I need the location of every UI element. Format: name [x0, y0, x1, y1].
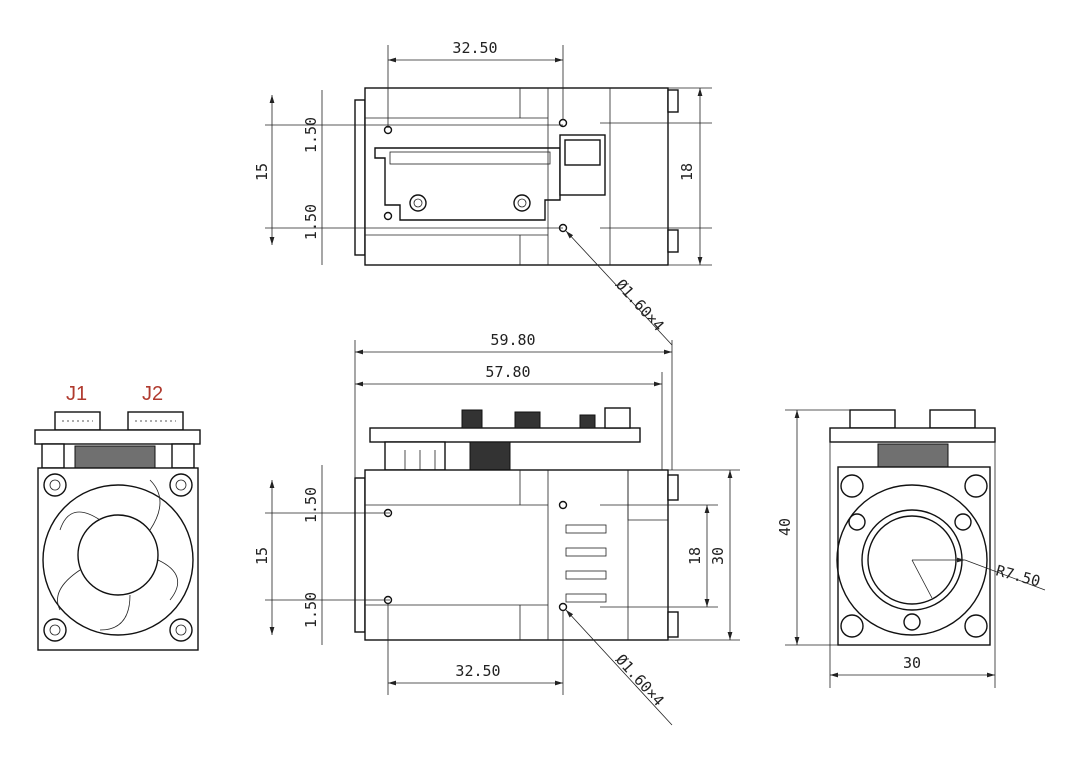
connector-label-j2: J2	[142, 383, 163, 405]
dim-hole-spacing-top: 32.50	[452, 39, 497, 57]
top-view: 32.50 15 1.50 1.50 18 Ø1.60×4	[253, 39, 712, 346]
front-view: R7.50 40 30	[776, 409, 1046, 688]
hole-callout-side: Ø1.60×4	[612, 651, 668, 710]
side-view: 59.80 57.80 15 1.50 1.50 18 30 32.50 Ø1.…	[253, 331, 740, 726]
rear-view: J1 J2	[34, 383, 201, 651]
dim-body-length: 57.80	[485, 363, 530, 381]
dim-hole-pitch-top: 15	[253, 163, 271, 181]
dim-total-length: 59.80	[490, 331, 535, 349]
dim-hole-spacing-side: 32.50	[455, 662, 500, 680]
dim-offset-top-b: 1.50	[302, 204, 320, 240]
dim-radius-front: R7.50	[994, 561, 1042, 590]
dim-height-top: 18	[678, 163, 696, 181]
dim-height-front: 40	[776, 518, 794, 536]
connector-label-j1: J1	[66, 383, 87, 405]
dim-offset-top-a: 1.50	[302, 117, 320, 153]
dim-height-side: 30	[709, 547, 727, 565]
dim-width-front: 30	[903, 654, 921, 672]
dim-inner-height-side: 18	[686, 547, 704, 565]
dim-offset-side-b: 1.50	[302, 592, 320, 628]
heatsink-fins	[565, 524, 607, 603]
dim-hole-pitch-side: 15	[253, 547, 271, 565]
hole-callout-top: Ø1.60×4	[612, 276, 668, 335]
dim-offset-side-a: 1.50	[302, 487, 320, 523]
